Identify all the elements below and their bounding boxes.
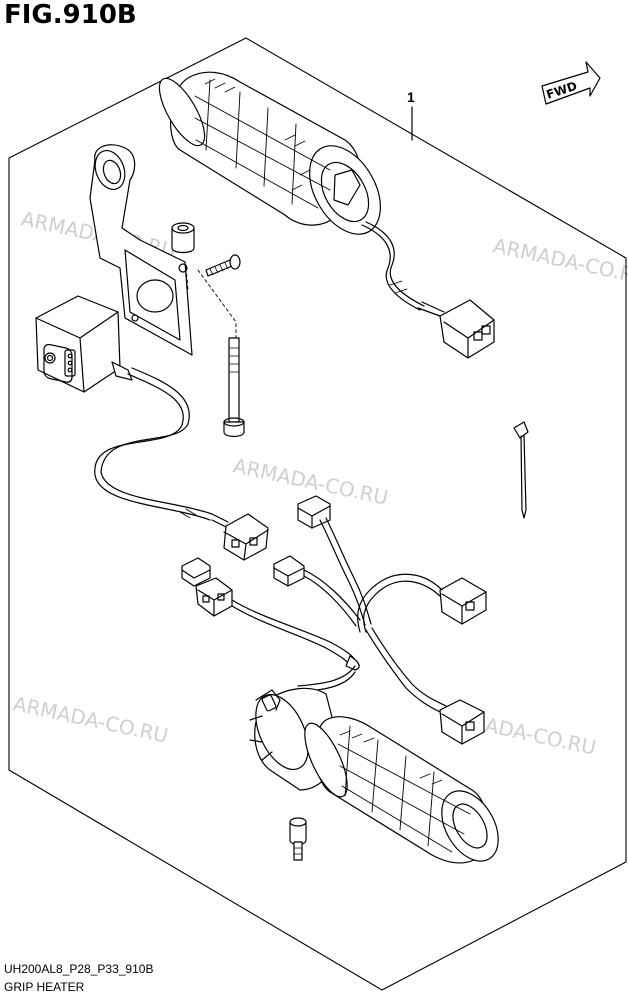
harness-connector — [357, 573, 487, 633]
wiring-harness — [94, 367, 269, 561]
watermarks: ARMADA-CO.RU ARMADA-CO.RU ARMADA-CO.RU A… — [11, 206, 628, 759]
harness-connector — [181, 557, 360, 671]
left-grip-heater — [249, 687, 499, 864]
callout-number: 1 — [407, 89, 415, 105]
fwd-arrow-icon: FWD — [541, 61, 601, 105]
watermark-text: ARMADA-CO.RU — [491, 233, 628, 289]
assembly-frame — [8, 37, 627, 991]
diagram-code: UH200AL8_P28_P33_910B — [4, 962, 154, 976]
small-bolt — [289, 817, 307, 861]
heater-switch-unit — [35, 295, 133, 393]
cable-tie — [513, 421, 529, 519]
long-bolt — [223, 337, 245, 438]
screw — [205, 254, 241, 277]
diagram-description: GRIP HEATER — [4, 980, 85, 994]
watermark-text: ARMADA-CO.RU — [11, 691, 170, 747]
harness-connector — [297, 495, 372, 626]
harness-branch — [297, 627, 485, 745]
harness-connector — [273, 555, 361, 627]
spacer-collar — [171, 222, 195, 254]
figure-title: FIG.910B — [4, 0, 137, 30]
right-grip-heater — [158, 71, 495, 359]
switch-bracket — [89, 144, 193, 356]
